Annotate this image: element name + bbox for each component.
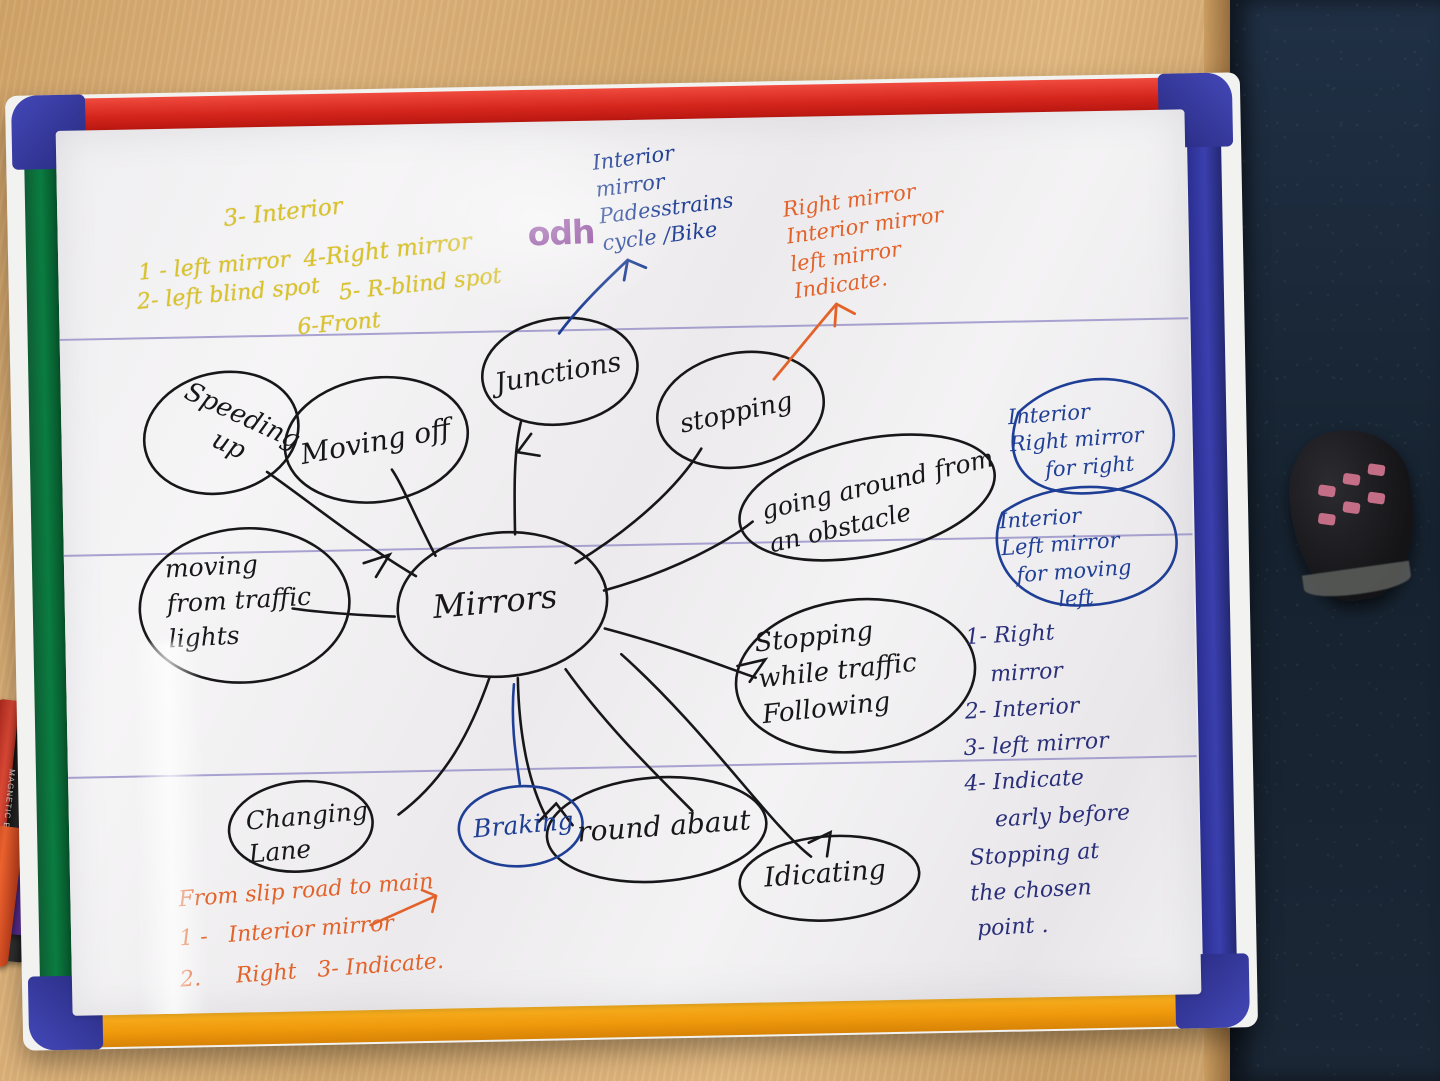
ruled-line <box>59 317 1189 341</box>
list-stopping-item-2: mirror <box>989 658 1064 688</box>
shoe-lace <box>1317 512 1337 526</box>
board-surface: odh <box>55 109 1202 1016</box>
bubble-label-interior-right: Interior Right mirror for right <box>1007 399 1145 484</box>
note-yellow-line-5: 5- R-blind spot <box>337 263 503 306</box>
list-stopping-item-6: early before <box>994 800 1131 833</box>
node-label-center-mirrors: Mirrors <box>431 577 559 627</box>
shoe-lace <box>1367 491 1386 505</box>
node-label-speeding-up: Speeding up <box>179 376 305 466</box>
list-stopping-item-7: Stopping at <box>969 838 1100 871</box>
node-label-roundabout: round abaut <box>576 803 752 849</box>
node-label-stopping-traffic: Stopping while traffic Following <box>753 616 919 730</box>
note-orange-stopping: Right mirror Interior mirror left mirror… <box>781 179 945 303</box>
note-yellow-line-1: 3- Interior <box>222 193 344 232</box>
list-stopping-item-9: point . <box>976 912 1050 942</box>
list-stopping-item-5: 4- Indicate <box>963 765 1085 797</box>
note-orange-slip-line-2: 1 - Interior mirror <box>178 911 395 952</box>
node-label-moving-off: Moving off <box>297 411 454 471</box>
shoe-lace <box>1342 501 1361 515</box>
bubble-label-interior-left: Interior Left mirror for moving left <box>998 503 1133 616</box>
shoe-lace <box>1342 472 1361 486</box>
board-frame: odh <box>4 72 1259 1051</box>
shoe-lace <box>1367 463 1386 477</box>
board-logo: odh <box>526 212 596 254</box>
whiteboard: odh <box>4 72 1259 1051</box>
node-label-indicating: Idicating <box>763 854 887 894</box>
list-stopping-item-3: 2- Interior <box>964 693 1080 725</box>
board-glare <box>133 641 209 1016</box>
node-label-changing-lane: Changing Lane <box>244 795 370 869</box>
list-stopping-item-1: 1- Right <box>964 620 1056 651</box>
note-yellow-line-2: 4-Right mirror <box>302 228 474 273</box>
shoe <box>1280 422 1426 608</box>
node-label-stopping: stopping <box>677 386 796 440</box>
shoe-lace <box>1317 484 1337 498</box>
note-yellow-line-6: 6-Front <box>296 307 382 341</box>
node-label-obstacle: going around from an obstacle <box>758 443 997 559</box>
note-blue-junctions: Interior mirror Padesstrains cycle /Bike <box>590 140 735 255</box>
note-orange-slip-line-1: From slip road to main <box>177 869 435 913</box>
node-label-traffic-lights: moving from traffic lights <box>164 549 312 654</box>
note-orange-slip-line-3: 2. Right 3- Indicate. <box>179 948 445 993</box>
node-label-braking: Braking <box>471 805 575 844</box>
list-stopping-item-8: the chosen <box>969 875 1093 907</box>
node-label-junctions: Junctions <box>492 346 624 400</box>
